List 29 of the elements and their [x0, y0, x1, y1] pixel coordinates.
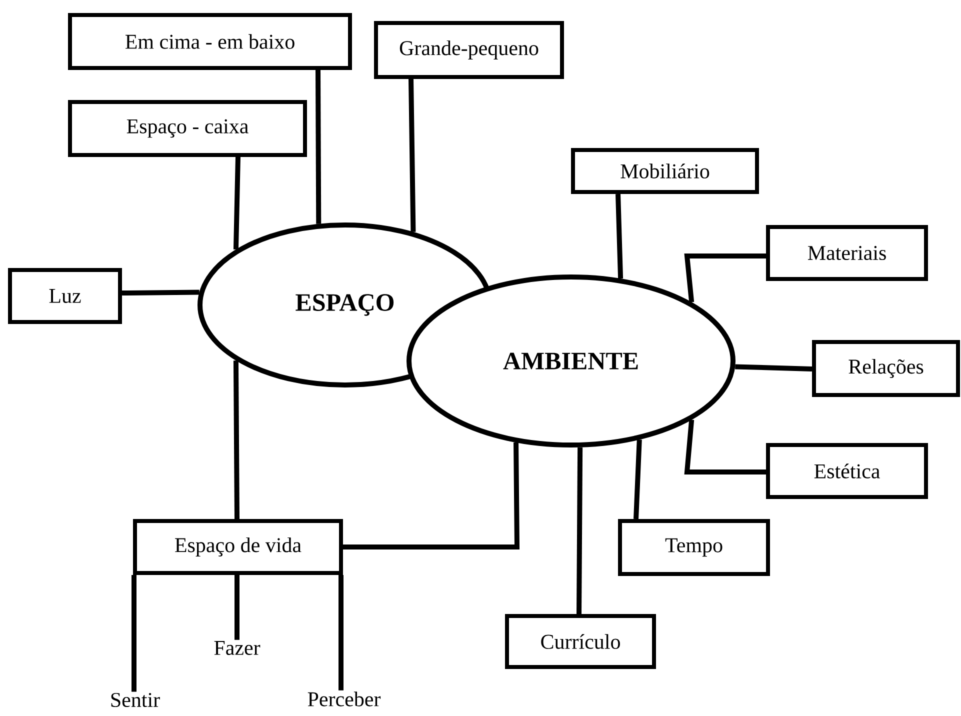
- label-box: Relações: [812, 340, 960, 397]
- connector-line: [132, 575, 136, 692]
- label-text: Fazer: [214, 641, 260, 655]
- connector-line: [634, 440, 642, 520]
- connector-line: [735, 364, 812, 372]
- connector-line: [233, 156, 240, 250]
- label-text: Sentir: [111, 692, 160, 708]
- connector-line: [316, 70, 322, 224]
- label-text: Perceber: [308, 692, 381, 706]
- label-box: Materiais: [766, 225, 928, 281]
- label-box: Em cima - em baixo: [68, 13, 352, 70]
- label-box: Grande-pequeno: [374, 21, 564, 79]
- connector-line: [684, 420, 766, 474]
- label-box: Tempo: [618, 519, 770, 576]
- connector-line: [576, 447, 583, 614]
- connector-line: [122, 290, 200, 296]
- label-box: Espaço de vida: [133, 519, 343, 575]
- connector-line: [343, 442, 520, 550]
- label-box: Mobiliário: [571, 148, 759, 194]
- label-box: Currículo: [505, 614, 656, 669]
- connector-line: [684, 254, 766, 302]
- connector-line: [234, 575, 240, 640]
- label-box: Estética: [766, 443, 928, 499]
- connector-line: [408, 78, 416, 232]
- connector-line: [233, 360, 240, 520]
- label-box: Espaço - caixa: [68, 100, 307, 157]
- label-box: Luz: [8, 268, 122, 324]
- connector-line: [616, 194, 624, 279]
- connector-line: [338, 575, 344, 690]
